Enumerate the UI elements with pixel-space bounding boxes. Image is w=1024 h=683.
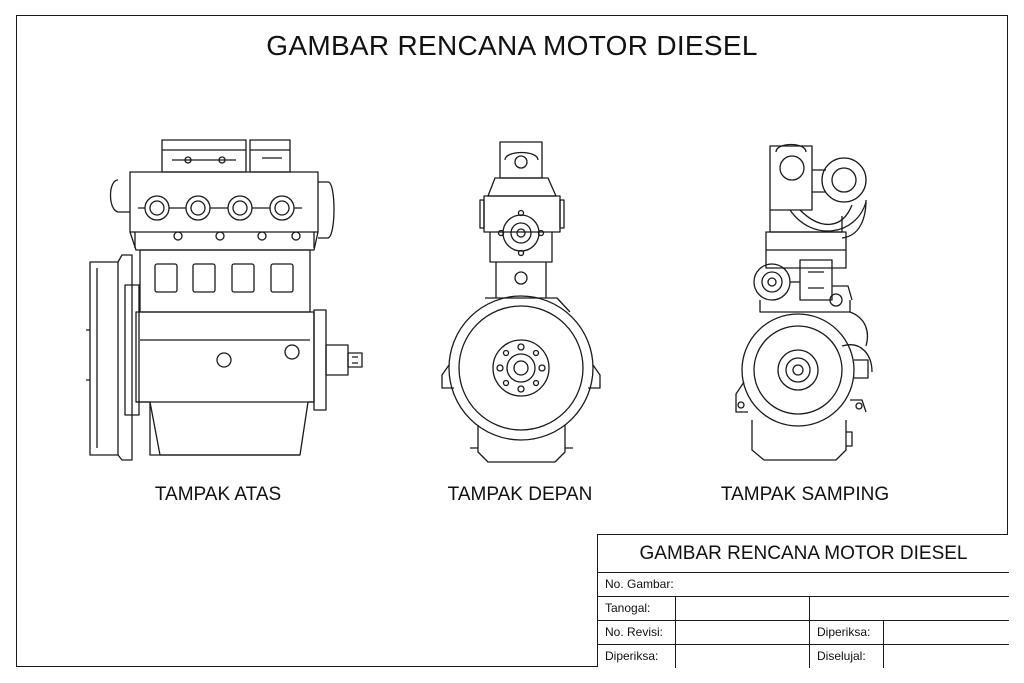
diperiksa-right-value — [883, 621, 1009, 644]
title-block-row-diperiksa: Diperiksa: Diselujal: — [598, 645, 1009, 668]
engine-side-view — [736, 145, 872, 461]
no-revisi-value — [675, 621, 809, 644]
no-revisi-label: No. Revisi: — [605, 625, 664, 639]
engine-front-view — [442, 142, 600, 462]
tanggal-value — [675, 597, 809, 620]
drawing-title: GAMBAR RENCANA MOTOR DIESEL — [266, 30, 758, 61]
view-label-front: TAMPAK DEPAN — [447, 484, 593, 505]
title-block-row-tanggal: Tanogal: — [598, 597, 1009, 621]
disetujui-label: Diselujal: — [809, 645, 884, 668]
title-block: GAMBAR RENCANA MOTOR DIESEL No. Gambar: … — [597, 534, 1009, 668]
diperiksa-left-label: Diperiksa: — [605, 649, 659, 663]
engine-top-view — [86, 140, 362, 460]
title-block-row-revisi: No. Revisi: Diperiksa: — [598, 621, 1009, 645]
disetujui-value — [883, 645, 1009, 668]
sheet-border — [16, 15, 1008, 667]
view-label-top: TAMPAK ATAS — [154, 484, 282, 505]
no-gambar-label: No. Gambar: — [605, 577, 674, 591]
title-block-row-no-gambar: No. Gambar: — [598, 573, 1009, 597]
view-label-side: TAMPAK SAMPING — [720, 484, 890, 505]
title-block-title: GAMBAR RENCANA MOTOR DIESEL — [598, 535, 1009, 573]
diperiksa-left-value — [675, 645, 809, 668]
tanggal-label: Tanogal: — [605, 601, 651, 615]
tanggal-extra — [809, 597, 1009, 620]
diperiksa-right-label: Diperiksa: — [809, 621, 884, 644]
